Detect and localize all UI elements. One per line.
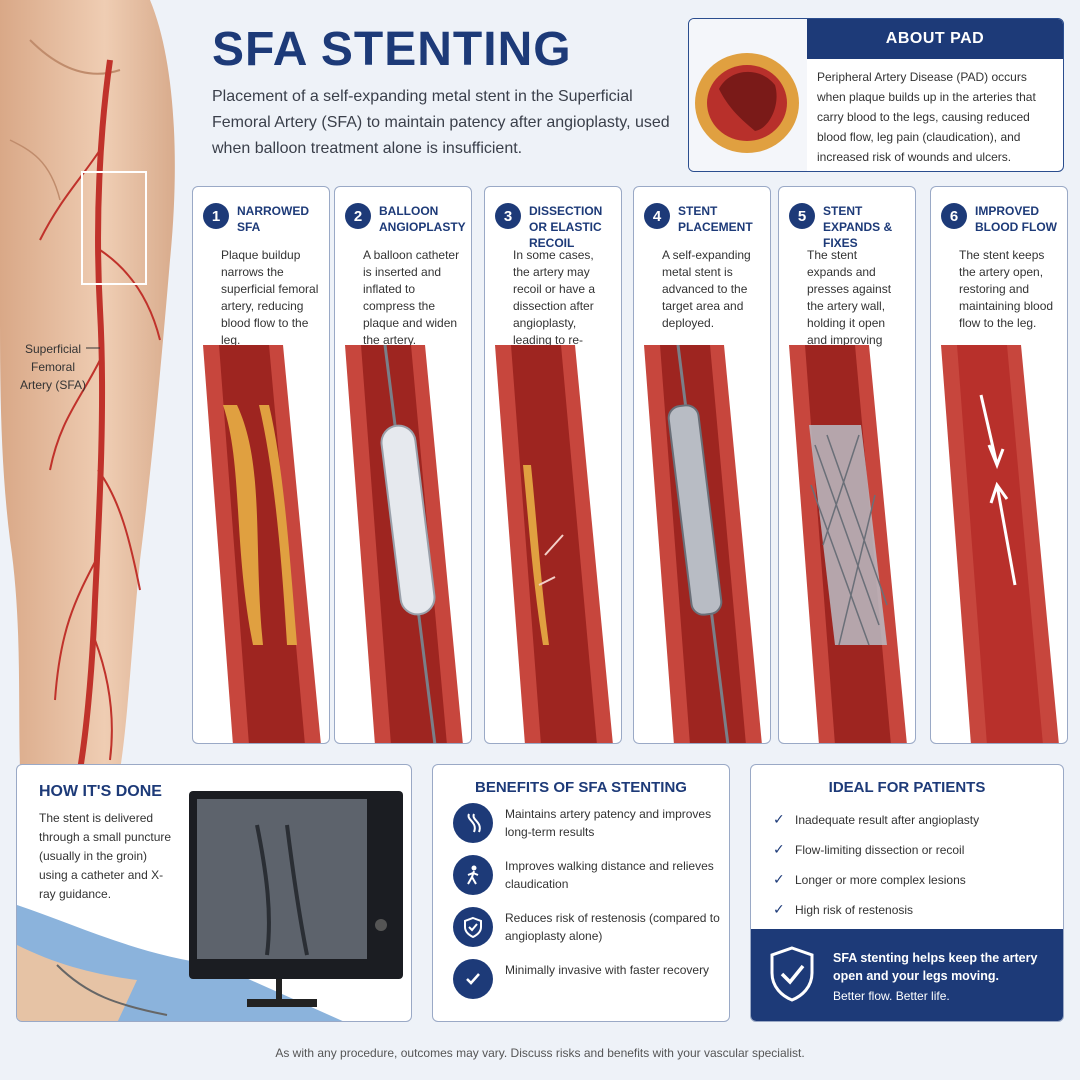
balloon-angioplasty-illustration [345,345,463,743]
ideal-item-text: High risk of restenosis [795,903,914,917]
step-title: Dissection or Elastic Recoil [529,204,603,250]
ideal-item-text: Flow-limiting dissection or recoil [795,843,965,857]
step-card-2: 2 Balloon Angioplasty A balloon catheter… [334,186,472,744]
step-number: 4 [644,203,670,229]
walking-icon [453,855,493,895]
stent-placement-illustration [644,345,762,743]
ideal-item: ✓ Flow-limiting dissection or recoil [773,841,964,858]
benefit-item: Maintains artery patency and improves lo… [453,803,723,847]
banner-tagline: Better flow. Better life. [833,989,950,1003]
benefit-item: Minimally invasive with faster recovery [453,959,723,1003]
check-icon [453,959,493,999]
check-icon: ✓ [773,901,785,917]
step-number: 5 [789,203,815,229]
sfa-label: Superficial Femoral Artery (SFA) [19,342,86,392]
banner-message: SFA stenting helps keep the artery open … [833,951,1038,983]
artery-cross-section-icon [689,19,807,171]
benefits-title: BENEFITS OF SFA STENTING [475,779,687,796]
step-title: Narrowed SFA [237,204,309,234]
stent-expanded-illustration [789,345,907,743]
sfa-artery-path [77,59,113,770]
how-text: The stent is delivered through a small p… [39,811,172,901]
ideal-title: IDEAL FOR PATIENTS [828,779,986,796]
narrowed-artery-illustration [203,345,321,743]
step-text: Plaque buildup narrows the superficial f… [221,248,319,347]
benefit-text: Minimally invasive with faster recovery [505,963,710,977]
procedure-illustration [17,791,403,1021]
dissection-illustration [495,345,613,743]
step-number: 3 [495,203,521,229]
about-pad-heading: ABOUT PAD [807,19,1063,59]
step-card-4: 4 Stent Placement A self-expanding metal… [633,186,771,744]
benefits-panel: BENEFITS OF SFA STENTING Maintains arter… [432,764,730,1022]
step-number: 1 [203,203,229,229]
how-its-done-panel: HOW IT'S DONE The stent is delivered thr… [16,764,412,1022]
step-number: 2 [345,203,371,229]
ideal-item-text: Longer or more complex lesions [795,873,966,887]
benefit-text: Reduces risk of restenosis (compared to … [505,911,720,943]
benefit-item: Reduces risk of restenosis (compared to … [453,907,723,951]
step-card-1: 1 Narrowed SFA Plaque buildup narrows th… [192,186,330,744]
zoom-region-box [81,171,147,285]
step-title: Improved Blood Flow [975,204,1057,234]
benefit-text: Maintains artery patency and improves lo… [505,807,712,839]
footer-disclaimer: As with any procedure, outcomes may vary… [275,1046,805,1060]
artery-icon [453,803,493,843]
check-icon: ✓ [773,841,785,857]
step-text: The stent keeps the artery open, restori… [959,248,1054,330]
improved-flow-illustration [941,345,1059,743]
check-icon: ✓ [773,871,785,887]
about-pad-text: Peripheral Artery Disease (PAD) occurs w… [817,70,1036,164]
check-icon: ✓ [773,811,785,827]
ideal-item: ✓ Inadequate result after angioplasty [773,811,979,828]
step-card-6: 6 Improved Blood Flow The stent keeps th… [930,186,1068,744]
step-number: 6 [941,203,967,229]
ideal-for-patients-panel: IDEAL FOR PATIENTS ✓ Inadequate result af… [750,764,1064,1022]
benefit-item: Improves walking distance and relieves c… [453,855,723,899]
page-title: SFA STENTING [212,23,572,76]
step-title: Stent Expands & Fixes [823,204,893,250]
ideal-item-text: Inadequate result after angioplasty [795,813,980,827]
step-text: A balloon catheter is inserted and infla… [363,248,460,347]
page-subtitle: Placement of a self-expanding metal sten… [212,88,670,157]
step-card-3: 3 Dissection or Elastic Recoil In some c… [484,186,622,744]
ideal-banner: SFA stenting helps keep the artery open … [751,929,1063,1021]
shield-check-icon [453,907,493,947]
step-title: Balloon Angioplasty [379,204,466,234]
step-card-5: 5 Stent Expands & Fixes The stent expand… [778,186,916,744]
shield-check-icon [770,946,814,1002]
step-title: Stent Placement [678,204,753,234]
about-pad-box: ABOUT PAD Peripheral Artery Disease (PAD… [688,18,1064,172]
ideal-item: ✓ High risk of restenosis [773,901,913,918]
leg-illustration [0,0,175,770]
how-title: HOW IT'S DONE [39,783,162,800]
ideal-item: ✓ Longer or more complex lesions [773,871,966,888]
step-text: A self-expanding metal stent is advanced… [662,248,751,330]
benefit-text: Improves walking distance and relieves c… [505,859,714,891]
